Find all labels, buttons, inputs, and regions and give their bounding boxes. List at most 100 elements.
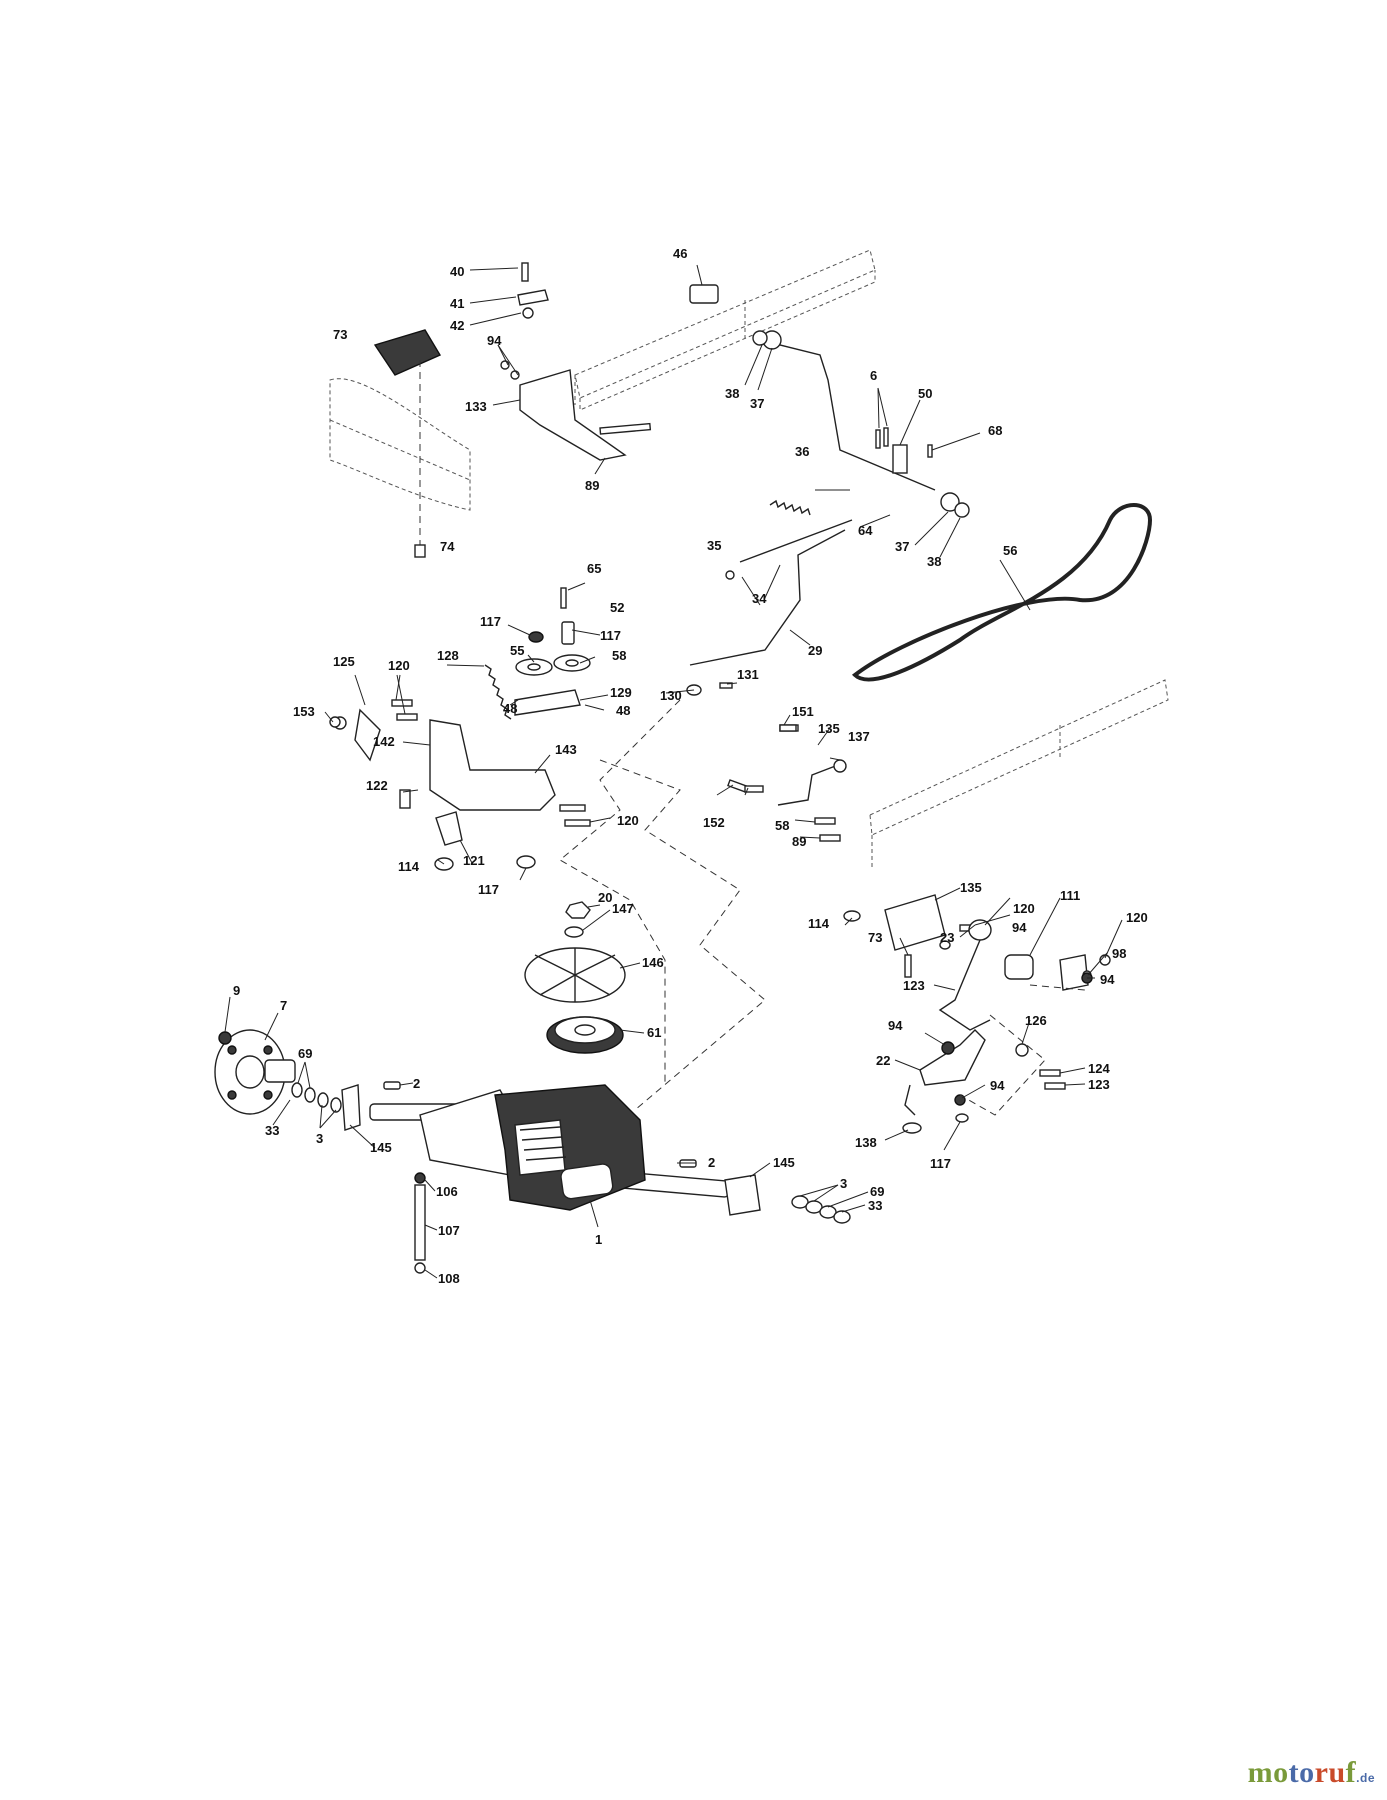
label-70: 73 (333, 327, 347, 342)
label-120-top: 120 (388, 658, 410, 673)
label-61: 61 (647, 1025, 661, 1040)
label-123: 123 (903, 978, 925, 993)
label-146: 146 (642, 955, 664, 970)
label-133: 135 (960, 880, 982, 895)
watermark-part2: to (1288, 1756, 1315, 1789)
label-117-bottom: 117 (478, 882, 499, 897)
label-3-right: 3 (840, 1176, 847, 1191)
label-126: 126 (1025, 1013, 1047, 1028)
sleeve-42 (689, 284, 719, 304)
label-2-left: 2 (413, 1076, 420, 1091)
label-124: 123 (1088, 1077, 1110, 1092)
label-37-top: 37 (750, 396, 764, 411)
label-48-left: 48 (503, 701, 517, 716)
label-46: 50 (918, 386, 932, 401)
label-22: 22 (876, 1053, 890, 1068)
wheel-hub-7 (214, 1029, 296, 1115)
label-111: 111 (1060, 888, 1080, 903)
watermark-part4: f (1345, 1756, 1357, 1789)
cooling-fan-146 (524, 947, 626, 1003)
label-20: 20 (598, 890, 612, 905)
label-36: 36 (795, 444, 809, 459)
label-33-right: 33 (868, 1198, 882, 1213)
rod-35 (739, 519, 853, 563)
label-137: 137 (848, 729, 870, 744)
rod-29 (689, 529, 846, 666)
label-56: 56 (1003, 543, 1017, 558)
watermark-part3: ru (1314, 1756, 1346, 1789)
label-94-top: 94 (888, 1018, 903, 1033)
watermark-part1: mo (1247, 1756, 1289, 1789)
label-130: 130 (660, 688, 682, 703)
bracket-133 (884, 894, 946, 951)
label-7: 7 (280, 998, 287, 1013)
pedal-cover (373, 329, 442, 376)
label-131: 131 (737, 667, 759, 682)
label-98: 98 (1112, 946, 1126, 961)
label-142: 142 (373, 734, 395, 749)
label-69-left: 69 (298, 1046, 312, 1061)
label-6: 6 (870, 368, 877, 383)
label-68: 68 (988, 423, 1002, 438)
label-127: 125 (333, 654, 355, 669)
label-33-left: 33 (265, 1123, 279, 1138)
label-39: 40 (450, 264, 464, 279)
watermark-tld: .de (1356, 1771, 1375, 1785)
spring-128 (484, 664, 512, 720)
label-29: 29 (808, 643, 822, 658)
label-112: 117 (930, 1156, 951, 1171)
label-108: 108 (438, 1271, 460, 1286)
label-153: 153 (293, 704, 315, 719)
label-23: 23 (940, 930, 954, 945)
spring-36 (769, 499, 811, 516)
label-69-right: 69 (870, 1184, 884, 1199)
label-114-left: 114 (398, 859, 420, 874)
label-38-mid: 38 (927, 554, 941, 569)
drawing-parts (214, 249, 1169, 1274)
label-55: 52 (610, 600, 624, 615)
label-117-top: 117 (480, 614, 501, 629)
drive-pulley-61 (546, 1016, 624, 1054)
label-9: 9 (233, 983, 240, 998)
cross-shaft (759, 339, 936, 491)
label-74: 74 (440, 539, 455, 554)
label-48-right: 48 (616, 703, 630, 718)
transaxle-1 (369, 1084, 730, 1211)
bracket-132 (519, 369, 627, 461)
body-shell (329, 378, 471, 511)
leader-lines (224, 264, 1123, 1279)
bracket-142 (429, 719, 556, 811)
label-114-right: 114 (808, 916, 830, 931)
label-34: 34 (752, 591, 767, 606)
label-138: 138 (855, 1135, 877, 1150)
rod-107 (414, 1184, 426, 1261)
label-152: 152 (703, 815, 725, 830)
label-38-top: 38 (725, 386, 739, 401)
label-77-top: 89 (585, 478, 599, 493)
label-2-right: 2 (708, 1155, 715, 1170)
label-89-bottom: 94 (1100, 972, 1115, 987)
bushing-111 (1004, 954, 1034, 980)
label-106: 106 (436, 1184, 458, 1199)
label-1: 1 (595, 1232, 602, 1247)
label-41: 42 (450, 318, 464, 333)
label-94-bottom: 94 (990, 1078, 1005, 1093)
label-145-left: 145 (370, 1140, 392, 1155)
label-35: 35 (707, 538, 721, 553)
label-37-mid: 37 (895, 539, 909, 554)
idler-arm-129 (514, 689, 581, 716)
label-64: 64 (858, 523, 873, 538)
label-151: 151 (792, 704, 814, 719)
label-120-right: 120 (1013, 901, 1035, 916)
label-122: 122 (366, 778, 388, 793)
lever-22 (919, 1029, 986, 1086)
label-121: 121 (463, 853, 485, 868)
label-73: 73 (868, 930, 882, 945)
label-120-mid: 120 (617, 813, 639, 828)
label-42: 46 (673, 246, 687, 261)
right-frame-rail (869, 679, 1169, 870)
label-65: 65 (587, 561, 601, 576)
label-89-top: 94 (487, 333, 502, 348)
shift-lever-123 (938, 939, 991, 1031)
